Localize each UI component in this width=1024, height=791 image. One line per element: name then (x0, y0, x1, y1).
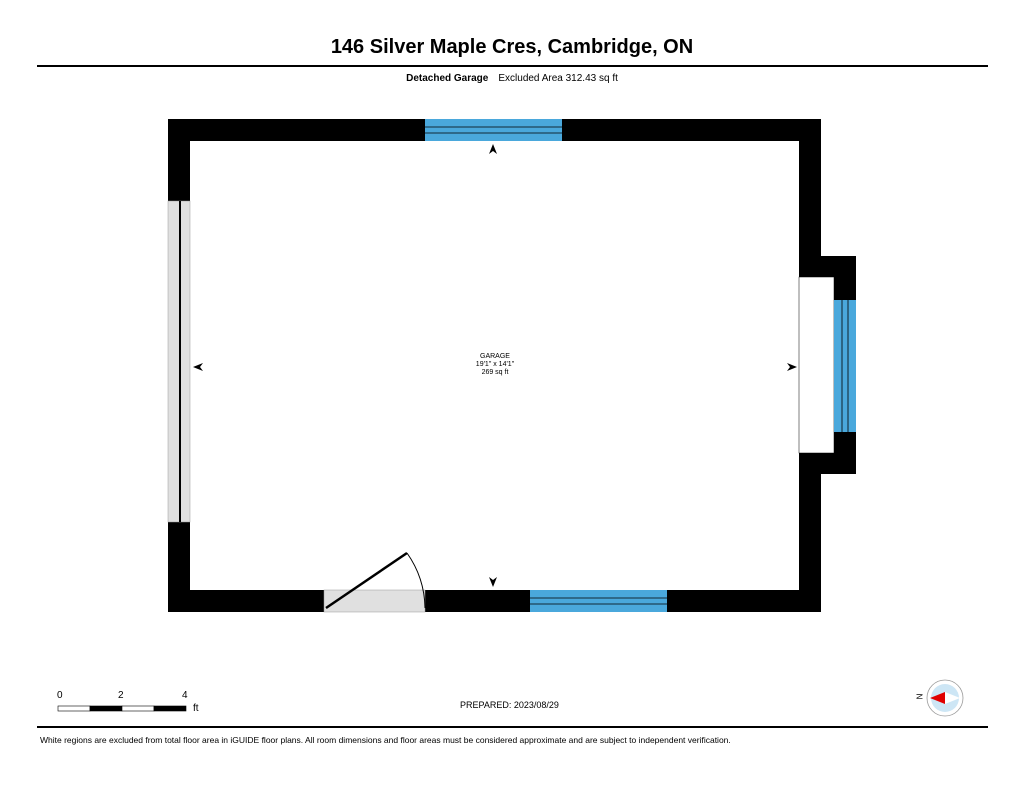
window-bottom (530, 590, 667, 612)
arrow-icon (489, 577, 497, 587)
excluded-area: Excluded Area 312.43 sq ft (498, 73, 618, 84)
arrow-icon (787, 363, 797, 371)
level-name: Detached Garage (406, 73, 489, 84)
room-name: GARAGE (480, 353, 510, 360)
sliding-door-left (167, 200, 191, 523)
room-label-garage: GARAGE 19'1" x 14'1" 269 sq ft (440, 353, 550, 377)
page-title: 146 Silver Maple Cres, Cambridge, ON (330, 36, 694, 58)
room-area: 269 sq ft (481, 369, 509, 376)
scale-tick: 2 (118, 690, 124, 701)
disclaimer: White regions are excluded from total fl… (40, 735, 731, 745)
excluded-region (798, 276, 835, 454)
window-top (425, 119, 562, 141)
room-dimensions: 19'1" x 14'1" (475, 361, 515, 368)
arrow-icon (489, 144, 497, 154)
scale-unit: ft (193, 703, 199, 714)
scale-bar (57, 705, 187, 712)
arrow-icon (193, 363, 203, 371)
view-arrows (193, 144, 797, 587)
divider (37, 65, 988, 67)
swing-door (323, 551, 426, 613)
divider (37, 726, 988, 728)
compass-icon (926, 679, 964, 717)
level-caption: Detached Garage Excluded Area 312.43 sq f… (0, 73, 1024, 84)
compass-north-label: N (914, 693, 924, 700)
scale-tick: 0 (57, 690, 63, 701)
prepared-date: PREPARED: 2023/08/29 (460, 700, 559, 710)
window-right (834, 300, 856, 432)
scale-tick: 4 (182, 690, 188, 701)
